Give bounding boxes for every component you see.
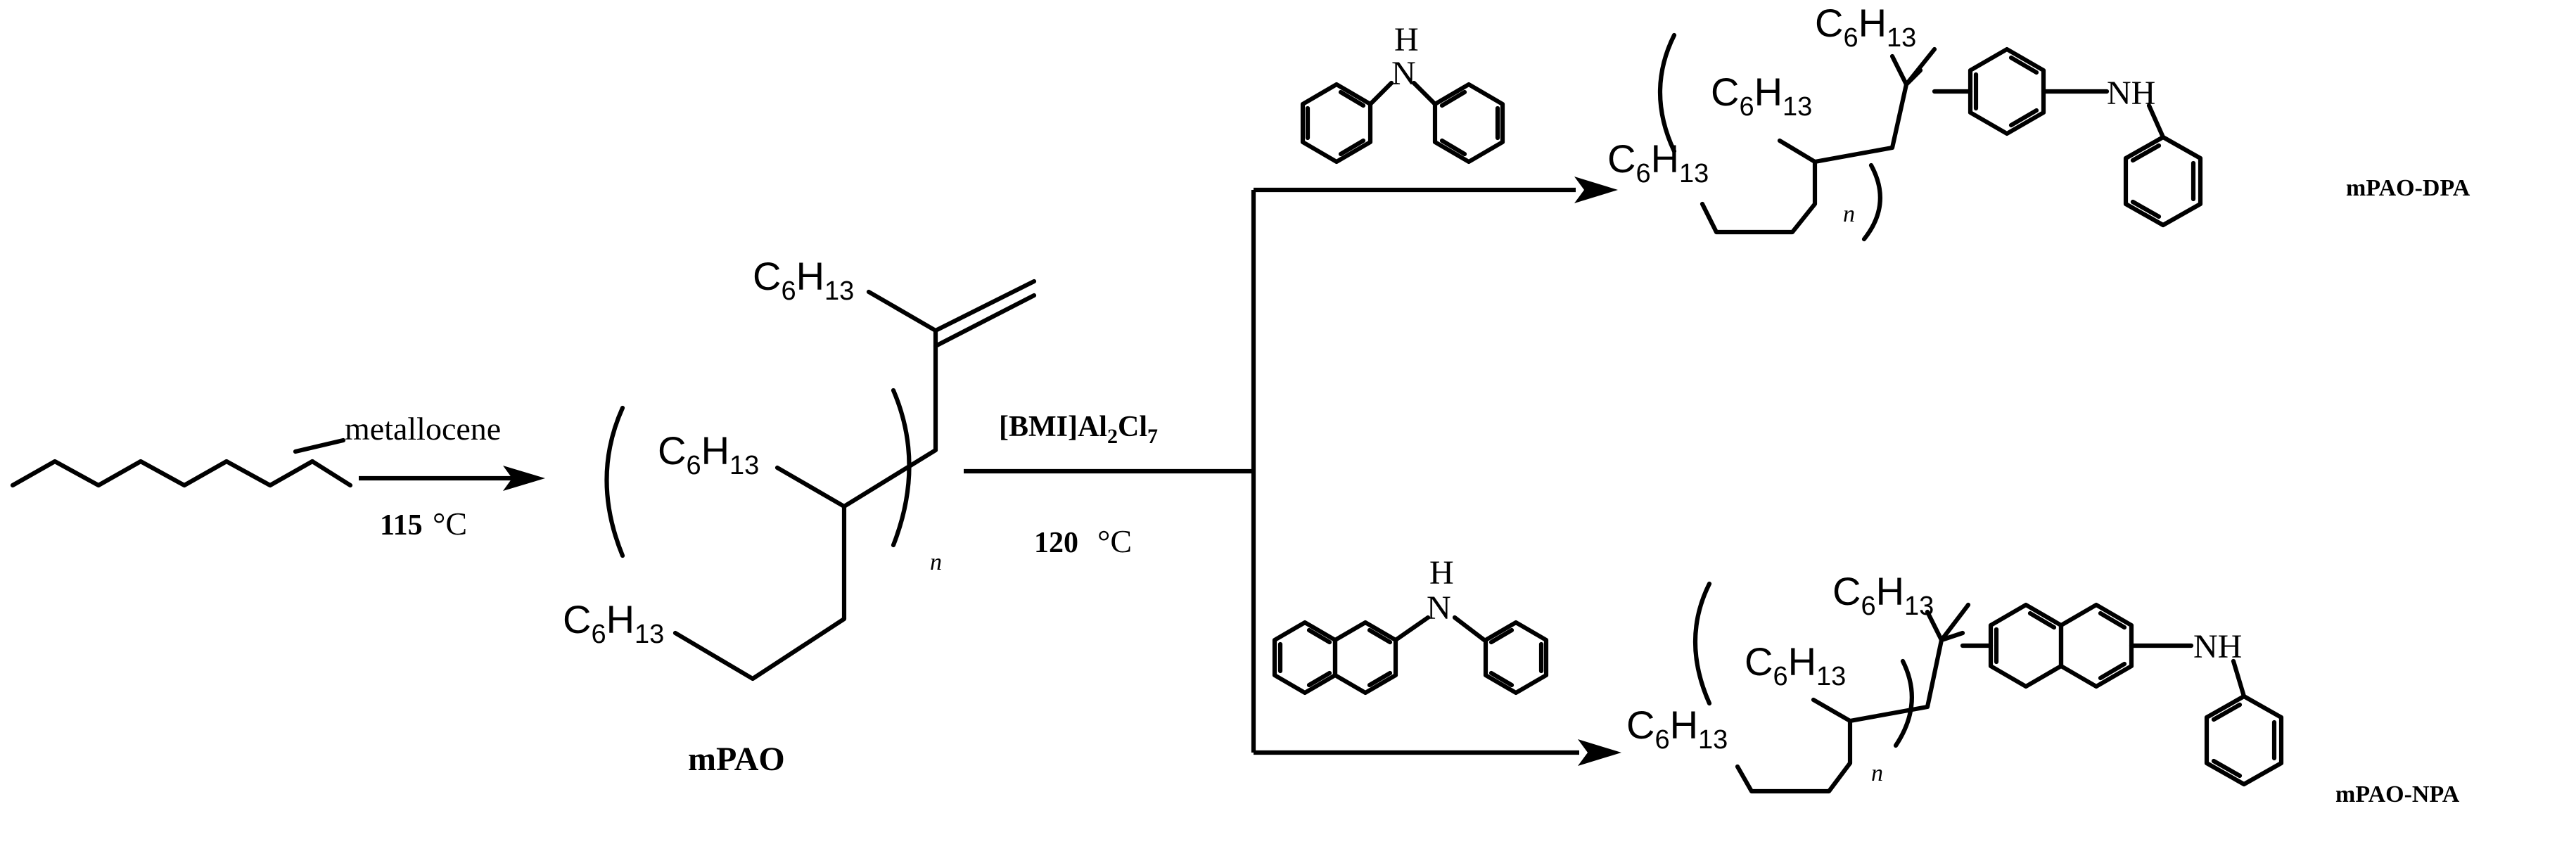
dpa-reagent-n: N <box>1391 55 1416 92</box>
dpa-reagent-h: H <box>1394 21 1419 58</box>
npa-repeat-index: n <box>1871 760 1883 786</box>
npa-hexyl-bottom: C6H13 <box>1626 703 1728 755</box>
temperature-2-unit: °C <box>1097 523 1132 559</box>
temperature-1-unit: °C <box>433 506 467 542</box>
npa-reagent-n: N <box>1427 589 1451 627</box>
dpa-repeat-index: n <box>1843 201 1855 227</box>
mpao-npa-name: mPAO-NPA <box>2335 781 2460 807</box>
octene-structure <box>10 437 353 488</box>
mpao-name: mPAO <box>688 741 785 778</box>
dpa-nh-label: NH <box>2107 75 2155 112</box>
diphenylamine-reagent <box>1300 80 1505 165</box>
npa-nh-label: NH <box>2193 628 2242 665</box>
npa-hexyl-middle: C6H13 <box>1745 639 1846 691</box>
dpa-hexyl-top: C6H13 <box>1815 1 1916 53</box>
branch-arrow <box>964 177 1621 766</box>
ionic-liquid-label: [BMI]Al2Cl7 <box>999 411 1158 448</box>
dpa-hexyl-middle: C6H13 <box>1711 70 1812 122</box>
mpao-dpa-structure <box>1657 32 2203 242</box>
mpao-npa-structure <box>1692 581 2284 794</box>
phenylnaphthylamine-reagent <box>1272 615 1549 696</box>
mpao-dpa-name: mPAO-DPA <box>2346 175 2470 201</box>
npa-reagent-h: H <box>1429 554 1454 592</box>
polymerization-arrow <box>359 466 545 491</box>
mpao-structure <box>604 279 1037 682</box>
mpao-repeat-index: n <box>930 549 942 575</box>
mpao-hexyl-bottom: C6H13 <box>563 597 664 649</box>
dpa-hexyl-bottom: C6H13 <box>1607 136 1709 188</box>
mpao-hexyl-top: C6H13 <box>753 254 854 306</box>
npa-hexyl-top: C6H13 <box>1832 569 1934 621</box>
temperature-1-value: 115 <box>380 509 423 542</box>
mpao-hexyl-middle: C6H13 <box>658 428 759 480</box>
temperature-2-value: 120 <box>1034 527 1078 559</box>
catalyst-label: metallocene <box>345 411 501 447</box>
